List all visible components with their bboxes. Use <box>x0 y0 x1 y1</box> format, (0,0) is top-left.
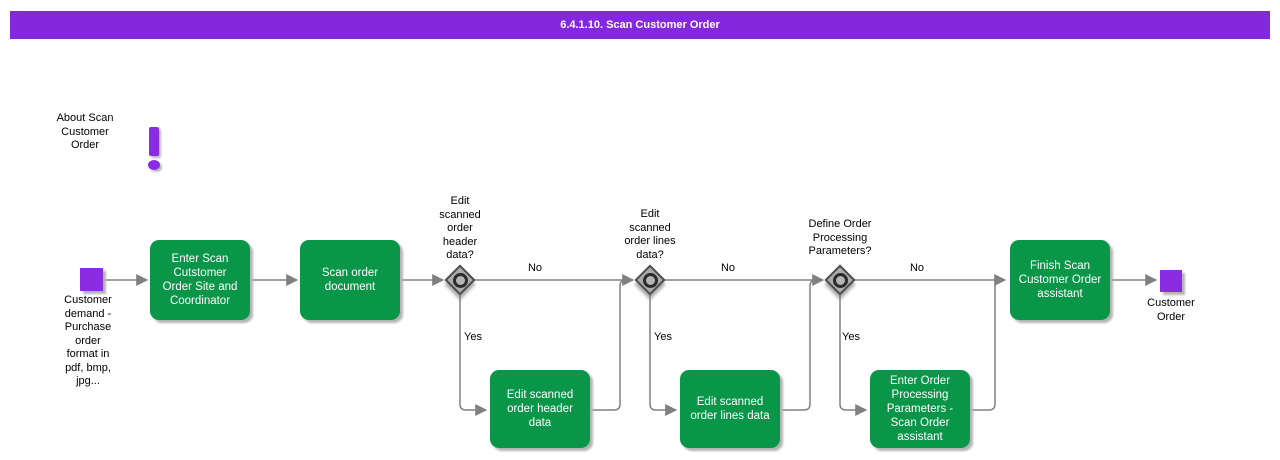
connector-edit-header-return <box>590 279 630 411</box>
end-event[interactable] <box>1160 270 1182 292</box>
task-finish-assistant[interactable]: Finish Scan Customer Order assistant <box>1010 240 1110 320</box>
start-event[interactable] <box>80 268 103 291</box>
edge-label-yes-2: Yes <box>654 331 672 343</box>
exclamation-dot-icon <box>148 160 160 170</box>
exclamation-icon <box>149 127 159 156</box>
task-label: Enter Order Processing Parameters - Scan… <box>886 375 954 443</box>
gateway-define-params <box>824 264 856 296</box>
connector-gateway2-yes <box>649 294 678 416</box>
end-event-label: Customer Order <box>1147 297 1195 323</box>
connector-edit-lines-return <box>780 279 820 411</box>
gateway-edit-lines-question: Edit scanned order lines data? <box>624 208 676 261</box>
task-label: Finish Scan Customer Order assistant <box>1018 260 1102 300</box>
gateway-edit-header <box>444 264 476 296</box>
title-bar: 6.4.1.10. Scan Customer Order <box>10 11 1270 39</box>
edge-label-yes-3: Yes <box>842 331 860 343</box>
edge-label-no-1: No <box>527 262 543 274</box>
task-scan-order-document[interactable]: Scan order document <box>300 240 400 320</box>
about-note-icon[interactable] <box>70 60 160 170</box>
gateway-ring-icon <box>832 272 848 288</box>
gateway-ring-icon <box>642 272 658 288</box>
gateway-define-params-question: Define Order Processing Parameters? <box>808 218 872 257</box>
task-label: Enter Scan Cutstomer Order Site and Coor… <box>162 253 238 307</box>
about-note-label: About Scan Customer Order <box>56 112 114 151</box>
task-label: Edit scanned order header data <box>506 389 574 429</box>
task-enter-order-params[interactable]: Enter Order Processing Parameters - Scan… <box>870 370 970 448</box>
connector-gateway3-yes <box>839 294 868 416</box>
connector-enter-params-return <box>970 279 1004 411</box>
task-edit-lines-data[interactable]: Edit scanned order lines data <box>680 370 780 448</box>
page-title: 6.4.1.10. Scan Customer Order <box>560 19 720 31</box>
gateway-edit-header-question: Edit scanned order header data? <box>439 195 481 261</box>
gateway-edit-lines <box>634 264 666 296</box>
task-label: Scan order document <box>321 267 379 293</box>
task-enter-scan-site[interactable]: Enter Scan Cutstomer Order Site and Coor… <box>150 240 250 320</box>
task-edit-header-data[interactable]: Edit scanned order header data <box>490 370 590 448</box>
edge-label-no-2: No <box>720 262 736 274</box>
edge-label-yes-1: Yes <box>464 331 482 343</box>
task-label: Edit scanned order lines data <box>690 396 770 422</box>
start-event-label: Customer demand - Purchase order format … <box>64 294 112 387</box>
gateway-ring-icon <box>452 272 468 288</box>
connector-gateway1-yes <box>459 294 488 416</box>
edge-label-no-3: No <box>909 262 925 274</box>
